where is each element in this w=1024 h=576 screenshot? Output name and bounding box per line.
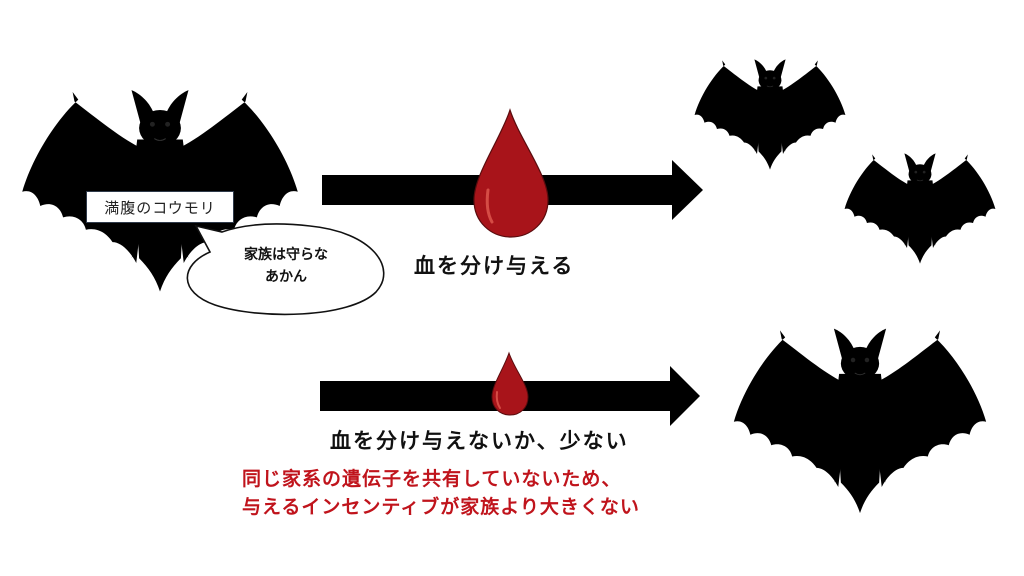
speech-line-2: あかん <box>265 269 307 285</box>
no-share-caption: 血を分け与えないか、少ない <box>330 429 629 453</box>
speech-line-1: 家族は守らな <box>244 247 328 263</box>
donor-label: 満腹のコウモリ <box>86 191 234 223</box>
share-blood-caption: 血を分け与える <box>414 254 575 278</box>
speech-bubble <box>186 223 385 316</box>
recipient-bat-2-icon <box>844 153 996 264</box>
blood-drop-icon-small <box>491 351 529 416</box>
explanation-text: 同じ家系の遺伝子を共有していないため、 与えるインセンティブが家族より大きくない <box>242 465 640 521</box>
explanation-line-2: 与えるインセンティブが家族より大きくない <box>242 496 640 518</box>
explanation-line-1: 同じ家系の遺伝子を共有していないため、 <box>242 468 622 490</box>
blood-drop-icon-large <box>473 108 549 238</box>
speech-bubble-text: 家族は守らな あかん <box>196 244 376 288</box>
unrelated-bat-icon <box>733 328 987 514</box>
donor-label-text: 満腹のコウモリ <box>104 198 216 217</box>
recipient-bat-1-icon <box>694 59 846 170</box>
